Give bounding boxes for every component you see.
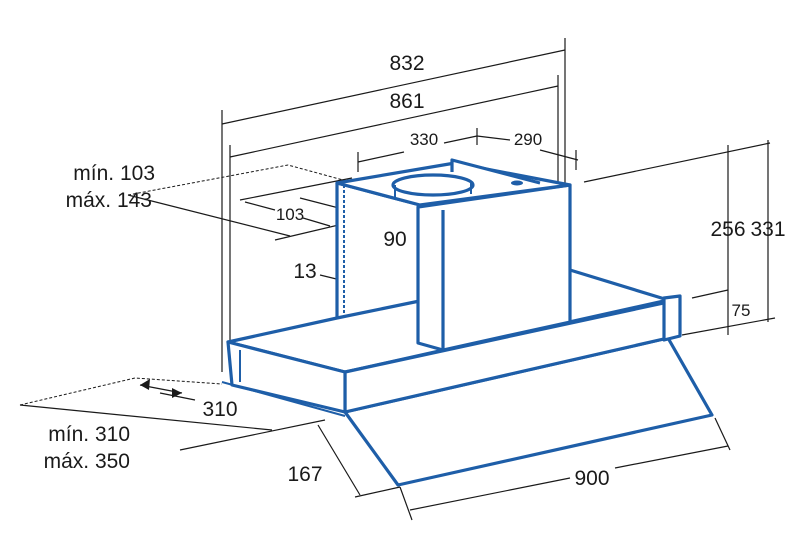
label-90: 90 — [383, 228, 406, 251]
label-max-350: máx. 350 — [44, 450, 130, 473]
label-167: 167 — [287, 463, 322, 486]
label-min-310: mín. 310 — [48, 423, 130, 446]
label-103: 103 — [276, 205, 304, 224]
label-75: 75 — [732, 301, 751, 320]
label-832: 832 — [389, 52, 424, 75]
chimney-front — [416, 183, 572, 352]
side-panel — [226, 340, 347, 414]
label-min-103: mín. 103 — [73, 162, 155, 185]
label-310: 310 — [202, 398, 237, 421]
label-13: 13 — [293, 260, 316, 283]
label-331: 331 — [750, 218, 785, 241]
dimension-labels: 832 861 330 290 mín. 103 máx. 143 103 90… — [44, 52, 786, 490]
hood-outline — [221, 158, 714, 487]
back-bracket — [450, 158, 541, 185]
label-861: 861 — [389, 90, 424, 113]
label-max-143: máx. 143 — [66, 189, 152, 212]
label-256: 256 — [710, 218, 745, 241]
label-330: 330 — [410, 130, 438, 149]
label-900: 900 — [574, 467, 609, 490]
duct-collar — [391, 173, 475, 197]
end-cap — [662, 294, 682, 342]
label-290: 290 — [514, 130, 542, 149]
